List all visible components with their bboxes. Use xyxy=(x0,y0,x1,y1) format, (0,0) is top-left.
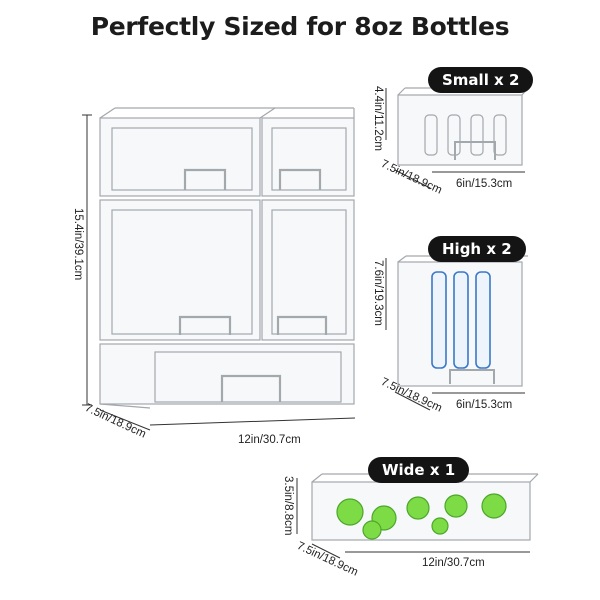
wide-height-label: 3.5in/8.8cm xyxy=(282,476,294,536)
wide-width-label: 12in/30.7cm xyxy=(422,557,485,569)
small-badge: Small x 2 xyxy=(428,67,534,93)
small-height-label: 4.4in/11.2cm xyxy=(372,86,384,151)
main-width-label: 12in/30.7cm xyxy=(238,434,301,446)
main-height-label: 15.4in/39.1cm xyxy=(72,208,84,281)
high-width-label: 6in/15.3cm xyxy=(456,399,513,411)
high-height-label: 7.6in/19.3cm xyxy=(372,260,384,326)
small-width-label: 6in/15.3cm xyxy=(456,178,513,190)
page-title: Perfectly Sized for 8oz Bottles xyxy=(90,12,510,41)
wide-badge: Wide x 1 xyxy=(368,457,470,483)
high-badge: High x 2 xyxy=(428,236,526,262)
